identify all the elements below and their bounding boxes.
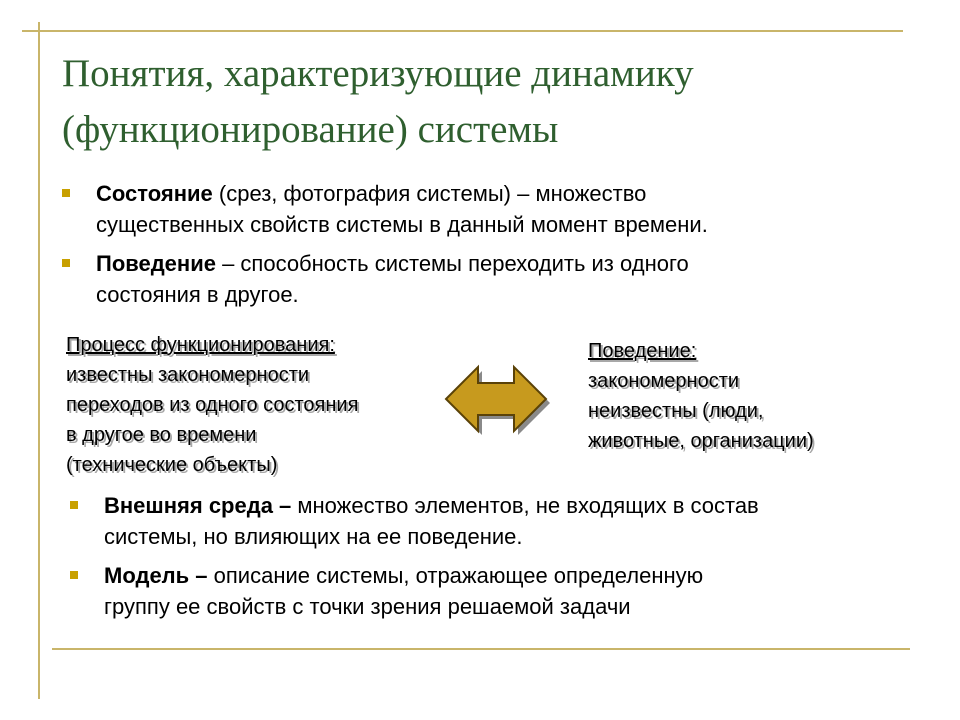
bullet-list-bottom: Внешняя среда – множество элементов, не … <box>70 490 930 630</box>
bullet-text: (срез, фотография системы) – множество <box>212 181 647 206</box>
bullet-term: Состояние <box>96 181 213 206</box>
bullet-item-state: Состояние (срез, фотография системы) – м… <box>62 178 922 240</box>
functioning-line: переходов из одного состояния <box>66 394 359 416</box>
bullet-item-environment: Внешняя среда – множество элементов, не … <box>70 490 930 552</box>
functioning-line: известны закономерности <box>66 364 310 386</box>
top-rule <box>22 30 903 32</box>
bullet-list-top: Состояние (срез, фотография системы) – м… <box>62 178 922 318</box>
bullet-term: Внешняя среда – <box>104 493 292 518</box>
bottom-rule <box>52 648 910 650</box>
behavior-line: неизвестны (люди, <box>588 400 764 422</box>
behavior-line: закономерности <box>588 370 740 392</box>
bullet-text: множество элементов, не входящих в соста… <box>291 493 759 518</box>
bullet-term: Модель – <box>104 563 208 588</box>
bullet-item-model: Модель – описание системы, отражающее оп… <box>70 560 930 622</box>
title-line-1: Понятия, характеризующие динамику <box>62 52 694 95</box>
behavior-line: животные, организации) <box>588 430 814 452</box>
functioning-process-block: Процесс функционирования: известны закон… <box>66 330 426 480</box>
behavior-heading: Поведение: <box>588 340 697 362</box>
bullet-text: состояния в другое. <box>96 282 299 307</box>
double-arrow-icon <box>443 362 553 436</box>
title-line-2: (функционирование) системы <box>62 108 559 151</box>
bullet-marker-icon <box>70 501 78 509</box>
bullet-marker-icon <box>70 571 78 579</box>
slide-title: Понятия, характеризующие динамику (функц… <box>62 46 882 158</box>
bullet-marker-icon <box>62 259 70 267</box>
functioning-line: в другое во времени <box>66 424 257 446</box>
bullet-text: – способность системы переходить из одно… <box>215 251 689 276</box>
bullet-text: описание системы, отражающее определенну… <box>207 563 704 588</box>
left-rule <box>38 22 40 699</box>
functioning-line: (технические объекты) <box>66 454 278 476</box>
bullet-marker-icon <box>62 189 70 197</box>
behavior-block: Поведение: закономерности неизвестны (лю… <box>588 336 888 456</box>
bullet-text: существенных свойств системы в данный мо… <box>96 212 708 237</box>
functioning-heading: Процесс функционирования: <box>66 334 335 356</box>
bullet-text: группу ее свойств с точки зрения решаемо… <box>104 594 631 619</box>
bullet-term: Поведение <box>96 251 216 276</box>
bullet-item-behavior: Поведение – способность системы переходи… <box>62 248 922 310</box>
bullet-text: системы, но влияющих на ее поведение. <box>104 524 523 549</box>
